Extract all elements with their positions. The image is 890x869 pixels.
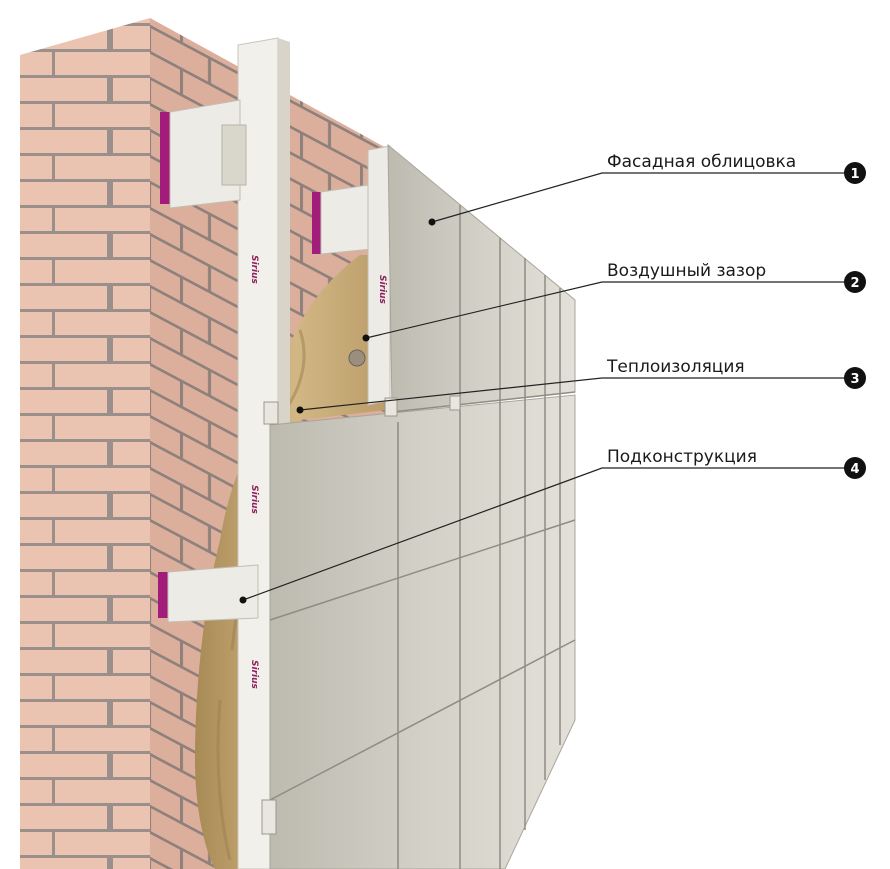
callout-badge xyxy=(844,457,866,479)
bracket-upper xyxy=(160,99,247,209)
callout-label: Воздушный зазор xyxy=(607,261,766,281)
callout-badge xyxy=(844,271,866,293)
callout-label: Подконструкция xyxy=(607,447,757,467)
callout-1: Фасадная облицовка 1 xyxy=(607,152,866,184)
callout-number: 3 xyxy=(850,372,859,387)
callout-number: 2 xyxy=(850,276,859,291)
callout-4: Подконструкция 4 xyxy=(607,447,866,479)
panel-clips xyxy=(261,395,461,835)
callout-2: Воздушный зазор 2 xyxy=(607,261,866,293)
brand-mark: Sirius xyxy=(249,660,259,689)
brand-mark: Sirius xyxy=(249,255,259,284)
dowel-head xyxy=(348,349,366,367)
callout-3: Теплоизоляция 3 xyxy=(606,357,866,389)
brand-mark: Sirius xyxy=(249,485,259,514)
bracket-lower xyxy=(158,564,259,623)
callout-number: 4 xyxy=(850,462,859,477)
callout-label: Теплоизоляция xyxy=(606,357,745,377)
callout-label: Фасадная облицовка xyxy=(607,152,796,172)
brand-mark: Sirius xyxy=(377,275,387,304)
callout-badge xyxy=(844,162,866,184)
brick-wall-front xyxy=(20,18,150,869)
callout-badge xyxy=(844,367,866,389)
leader-dots xyxy=(239,218,436,604)
callout-number: 1 xyxy=(850,167,859,182)
facade-panels-upper xyxy=(387,143,576,413)
leader-lines xyxy=(242,172,852,601)
facade-panels-lower xyxy=(269,394,576,869)
